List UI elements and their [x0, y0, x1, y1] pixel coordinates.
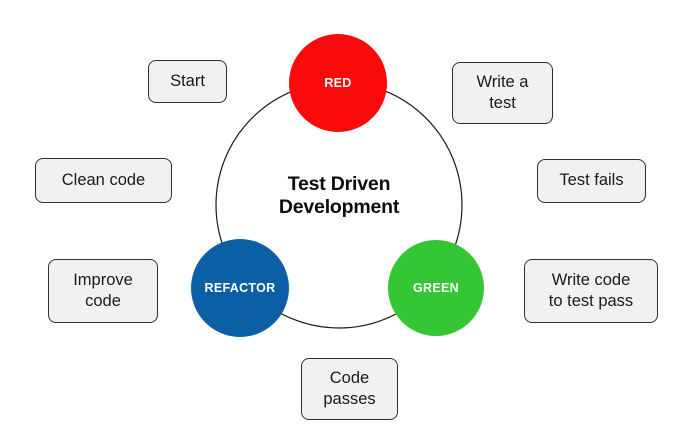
- label-box-write-code-line-1: Write code: [551, 270, 631, 289]
- stage-node-red-label: RED: [324, 75, 352, 90]
- center-caption-line-1: Test Driven: [287, 173, 391, 195]
- label-box-code-passes-line-1: Code: [329, 368, 370, 387]
- page-title: Test Driven Development: [239, 173, 439, 219]
- label-box-start[interactable]: Start: [148, 60, 227, 103]
- label-box-write-a-test[interactable]: Write a test: [452, 62, 553, 124]
- label-box-code-passes-line-2: passes: [323, 390, 376, 408]
- stage-node-green-label: GREEN: [413, 280, 459, 295]
- center-caption-line-2: Development: [278, 196, 400, 218]
- label-box-improve-code-line-2: code: [85, 292, 121, 310]
- label-box-clean-code[interactable]: Clean code: [35, 158, 172, 203]
- label-box-write-a-test-line-2: test: [489, 94, 516, 112]
- stage-node-refactor-label: REFACTOR: [204, 280, 276, 295]
- label-box-clean-code-text: Clean code: [61, 170, 146, 189]
- label-box-test-fails-text: Test fails: [559, 171, 624, 190]
- label-box-write-code-line-2: to test pass: [548, 292, 634, 310]
- label-box-start-text: Start: [170, 71, 205, 90]
- stage-node-refactor[interactable]: REFACTOR: [191, 239, 289, 337]
- label-box-improve-code-line-1: Improve: [73, 270, 133, 289]
- label-box-improve-code[interactable]: Improve code: [48, 259, 158, 323]
- label-box-code-passes[interactable]: Code passes: [301, 358, 398, 420]
- stage-node-red[interactable]: RED: [289, 34, 387, 132]
- label-box-test-fails[interactable]: Test fails: [537, 159, 646, 203]
- stage-node-green[interactable]: GREEN: [388, 240, 484, 336]
- label-box-write-code-to-test-pass[interactable]: Write code to test pass: [524, 259, 658, 323]
- label-box-write-a-test-line-1: Write a: [476, 72, 529, 91]
